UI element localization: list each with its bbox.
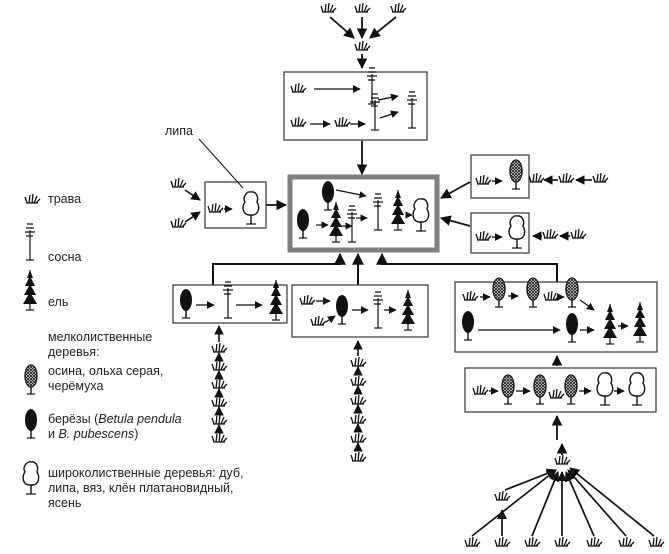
middle-grass-chain bbox=[350, 340, 367, 462]
legend-birch-icon bbox=[24, 408, 38, 439]
legend-spruce-icon bbox=[22, 269, 38, 311]
legend-grass-label: трава bbox=[48, 192, 82, 206]
legend-birch-line1: берёзы (Betula pendula bbox=[48, 412, 182, 426]
linden-callout-label: липа bbox=[165, 124, 193, 138]
connectors-to-center bbox=[212, 252, 558, 285]
legend-pine-label: сосна bbox=[48, 250, 82, 264]
box-birch-pine-spruce bbox=[172, 279, 288, 324]
legend-aspen-line1: осина, ольха серая, bbox=[48, 364, 164, 378]
legend-broadleaf-line3: ясень bbox=[48, 496, 82, 510]
left-grass-chain bbox=[211, 325, 228, 443]
legend-pine-icon bbox=[24, 223, 36, 261]
box-aspen-spruce-complex bbox=[454, 277, 658, 353]
box-linden bbox=[170, 138, 288, 229]
box-grass-to-aspen bbox=[440, 154, 609, 199]
box-grass-birch-pine-spruce bbox=[291, 284, 429, 338]
legend-aspen-line2: черёмуха bbox=[48, 379, 104, 393]
legend-icons bbox=[22, 193, 41, 495]
box-grass-to-broadleaf bbox=[439, 212, 587, 254]
bottom-grass-fan bbox=[464, 442, 665, 547]
legend-broadleaf-icon bbox=[22, 461, 40, 495]
top-grass-inputs bbox=[320, 2, 407, 70]
legend-spruce-label: ель bbox=[48, 295, 69, 309]
legend-broadleaf-line2: липа, вяз, клён платановидный, bbox=[48, 481, 234, 495]
center-box bbox=[287, 174, 440, 253]
legend-broadleaf-line1: широколиственные деревья: дуб, bbox=[48, 466, 244, 480]
box-grass-to-pine bbox=[283, 67, 428, 141]
legend-smallleaf-heading2: деревья: bbox=[48, 345, 100, 359]
legend-birch-line2: и B. pubescens) bbox=[48, 427, 139, 441]
legend-grass-icon bbox=[24, 193, 41, 204]
legend-aspen-icon bbox=[24, 364, 38, 395]
box-aspen-to-broadleaf bbox=[464, 367, 657, 413]
legend-smallleaf-heading: мелколиственные bbox=[48, 330, 153, 344]
